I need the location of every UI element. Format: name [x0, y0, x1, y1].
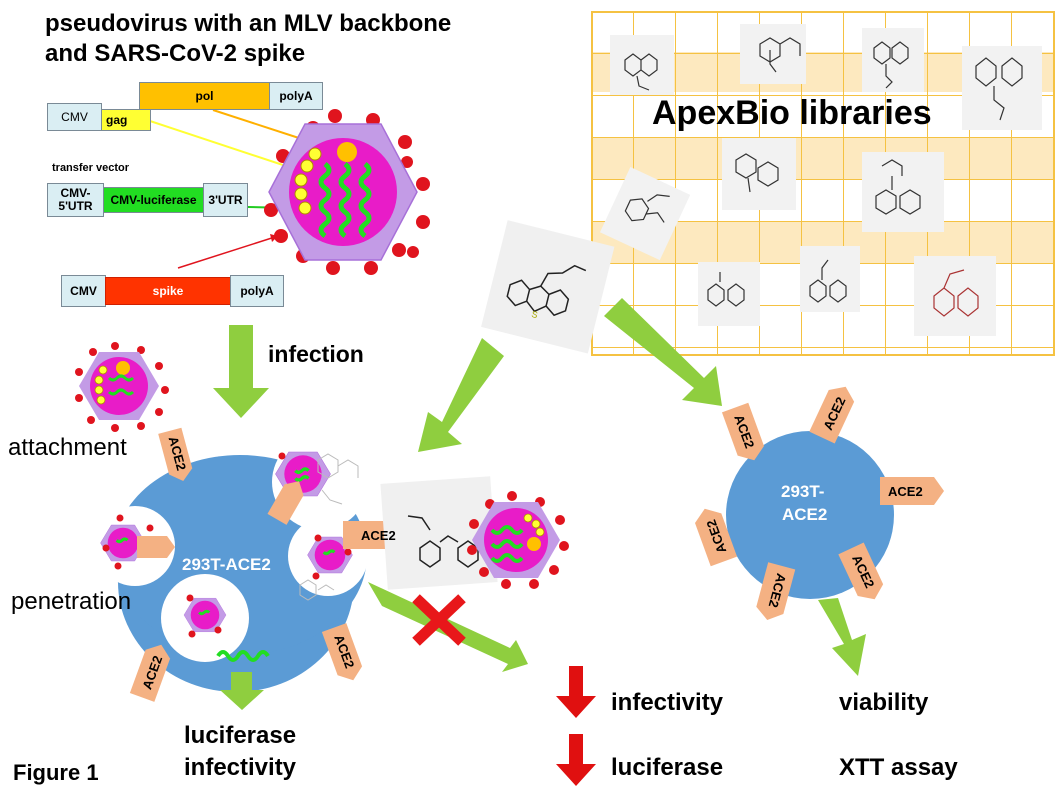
- polyA-spike-box: polyA: [230, 275, 284, 307]
- polyA-top-label: polyA: [279, 89, 313, 103]
- transfer-vector-label: transfer vector: [52, 162, 130, 174]
- selected-molecule: S: [481, 220, 615, 354]
- library-label: ApexBio libraries: [652, 94, 932, 132]
- luciferase-output-label: luciferase: [184, 722, 297, 749]
- cmv-5utr-box: CMV- 5'UTR: [47, 183, 104, 217]
- cmv-spike-box: CMV: [61, 275, 106, 307]
- pol-box: pol: [139, 82, 270, 110]
- infectivity-output-label: infectivity: [184, 754, 297, 781]
- blocked-icon: [412, 594, 466, 646]
- svg-text:S: S: [531, 309, 539, 320]
- gag-box: gag: [101, 109, 151, 131]
- cmv-luciferase-label: CMV-luciferase: [110, 193, 197, 207]
- cmv-top-box: CMV: [47, 103, 102, 131]
- spike-box: spike: [105, 277, 231, 305]
- reduced-infectivity-label: infectivity: [611, 689, 724, 716]
- polyA-spike-label: polyA: [240, 284, 274, 298]
- title-line-2: and SARS-CoV-2 spike: [45, 40, 306, 67]
- spike-label: spike: [152, 284, 184, 298]
- figure-label: Figure 1: [13, 760, 99, 785]
- pol-label: pol: [195, 89, 214, 103]
- title-line-1: pseudovirus with an MLV backbone: [45, 10, 452, 37]
- right-cell: [695, 386, 944, 620]
- cmv-5utr-line1: CMV-: [60, 186, 91, 200]
- infection-label: infection: [268, 341, 364, 367]
- ace2-label-left-2: ACE2: [361, 528, 396, 543]
- cmv-top-label: CMV: [61, 110, 88, 124]
- pseudovirus-main: [264, 109, 430, 275]
- library-molecules: [599, 24, 1042, 336]
- right-cell-label-line2: ACE2: [782, 505, 828, 524]
- cmv-spike-label: CMV: [70, 284, 97, 298]
- attachment-label: attachment: [8, 434, 127, 461]
- drug-bound-molecule: [380, 476, 498, 590]
- middle-virus: [467, 491, 569, 589]
- cmv-luciferase-box: CMV-luciferase: [103, 187, 204, 213]
- utr3-box: 3'UTR: [203, 183, 248, 217]
- down-arrow-icons: [556, 666, 596, 786]
- right-cell-label-line1: 293T-: [781, 482, 825, 501]
- xtt-assay-label: XTT assay: [839, 754, 958, 781]
- gag-label: gag: [106, 113, 128, 127]
- attachment-virus: [75, 342, 169, 432]
- cmv-5utr-line2: 5'UTR: [58, 199, 93, 213]
- utr3-label: 3'UTR: [208, 193, 243, 207]
- left-cell-label: 293T-ACE2: [182, 555, 271, 574]
- ace2-label-right-3: ACE2: [888, 484, 923, 499]
- reduced-luciferase-label: luciferase: [611, 754, 724, 781]
- green-arrows: [213, 298, 866, 710]
- penetration-label: penetration: [11, 588, 132, 615]
- viability-label: viability: [839, 689, 929, 716]
- polyA-top-box: polyA: [269, 82, 323, 110]
